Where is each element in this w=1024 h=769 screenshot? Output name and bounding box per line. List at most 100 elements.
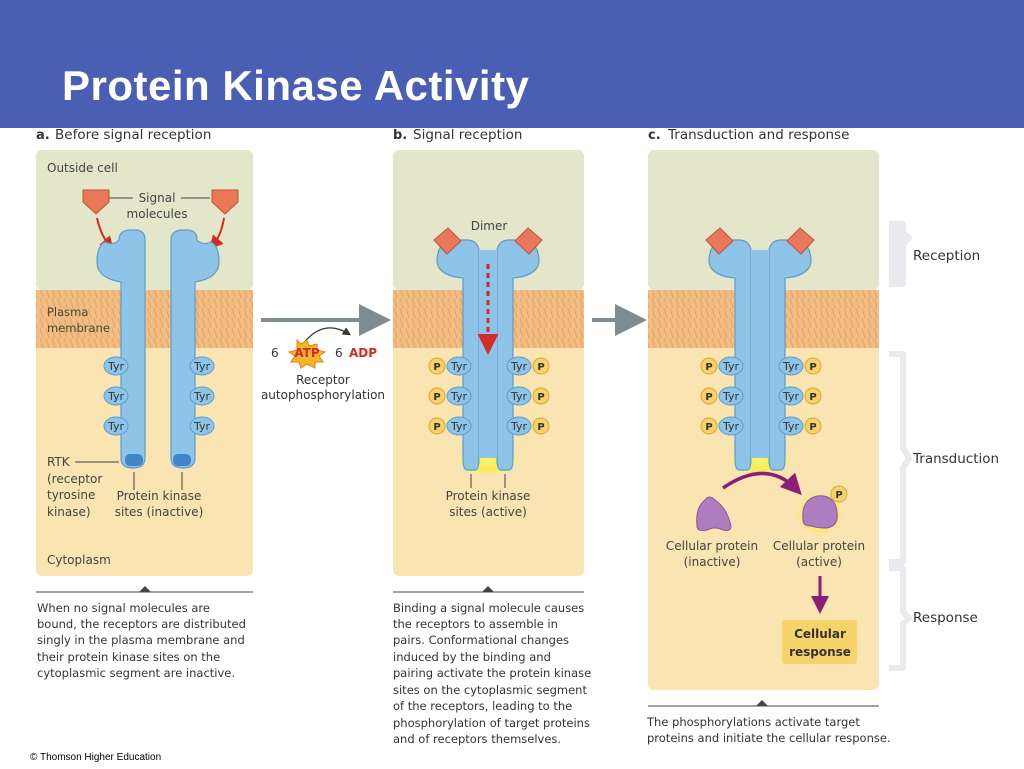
tyr-label: Tyr bbox=[107, 390, 125, 403]
kinase-active-label-2: sites (active) bbox=[449, 505, 527, 519]
phosphate-c-right: P P P bbox=[804, 357, 822, 435]
svg-text:Tyr: Tyr bbox=[722, 360, 740, 373]
svg-text:6: 6 bbox=[271, 346, 279, 360]
receptor-right bbox=[170, 229, 220, 469]
svg-text:Tyr: Tyr bbox=[782, 420, 800, 433]
tyr-sites-b-right: Tyr Tyr Tyr bbox=[506, 356, 532, 436]
svg-text:pairing activate the protein k: pairing activate the protein kinase bbox=[393, 666, 591, 680]
phosphate-b-left: P P P bbox=[428, 357, 446, 435]
dimer-label: Dimer bbox=[471, 219, 508, 233]
tyr-sites-c-right: Tyr Tyr Tyr bbox=[778, 356, 804, 436]
copyright-credit: © Thomson Higher Education bbox=[30, 752, 162, 763]
tyr-label: Tyr bbox=[107, 420, 125, 433]
svg-text:P: P bbox=[705, 422, 712, 433]
rtk-label-3: tyrosine bbox=[47, 488, 95, 502]
signal-label-1: Signal bbox=[139, 191, 176, 205]
svg-text:P: P bbox=[433, 422, 440, 433]
svg-text:P: P bbox=[835, 490, 842, 501]
receptor-left bbox=[96, 229, 146, 469]
tyr-sites-b-left: Tyr Tyr Tyr bbox=[446, 356, 472, 436]
panel-c: c. Transduction and response Tyr Tyr Tyr… bbox=[646, 127, 891, 745]
panel-c-caption: The phosphorylations activate target pro… bbox=[646, 715, 891, 745]
svg-text:P: P bbox=[433, 362, 440, 373]
svg-text:P: P bbox=[705, 362, 712, 373]
svg-text:Tyr: Tyr bbox=[722, 390, 740, 403]
svg-text:of the receptors, leading to t: of the receptors, leading to the bbox=[393, 699, 572, 713]
panel-b: b. Signal reception Dimer Tyr Tyr Tyr P … bbox=[393, 127, 591, 746]
kinase-inactive-label-2: sites (inactive) bbox=[115, 505, 204, 519]
svg-text:P: P bbox=[537, 362, 544, 373]
autophos-label-1: Receptor bbox=[296, 373, 350, 387]
autophos-label-2: autophosphorylation bbox=[261, 388, 385, 402]
svg-text:induced by the binding and: induced by the binding and bbox=[393, 650, 551, 664]
svg-text:Tyr: Tyr bbox=[510, 420, 528, 433]
panel-c-letter: c. bbox=[648, 128, 661, 143]
signal-molecule-left bbox=[82, 189, 110, 215]
tyr-label: Tyr bbox=[107, 360, 125, 373]
panel-b-caption: Binding a signal molecule causes the rec… bbox=[393, 601, 591, 746]
svg-text:Tyr: Tyr bbox=[510, 390, 528, 403]
svg-text:P: P bbox=[809, 362, 816, 373]
plasma-membrane-label-1: Plasma bbox=[47, 305, 88, 319]
panel-b-heading: Signal reception bbox=[413, 128, 522, 143]
panel-a-letter: a. bbox=[36, 128, 50, 143]
svg-text:proteins and initiate the cell: proteins and initiate the cellular respo… bbox=[647, 731, 891, 745]
svg-text:P: P bbox=[433, 392, 440, 403]
svg-text:the receptors to assemble in: the receptors to assemble in bbox=[393, 617, 558, 631]
svg-text:P: P bbox=[537, 392, 544, 403]
outside-cell-label: Outside cell bbox=[47, 161, 118, 175]
signal-molecule-right bbox=[211, 189, 239, 215]
diagram-canvas: a. Before signal reception Outside cell … bbox=[36, 127, 999, 746]
tyr-label: Tyr bbox=[193, 360, 211, 373]
svg-text:their protein kinase sites on: their protein kinase sites on the bbox=[37, 650, 220, 664]
svg-text:sites on the cytoplasmic segme: sites on the cytoplasmic segment bbox=[393, 683, 587, 697]
cellular-response-label-2: response bbox=[789, 645, 851, 659]
phosphate-c-left: P P P bbox=[700, 357, 718, 435]
svg-text:P: P bbox=[705, 392, 712, 403]
signal-label-2: molecules bbox=[127, 207, 188, 221]
signal-molecule-bound-right bbox=[514, 227, 543, 255]
rtk-label-2: (receptor bbox=[47, 472, 102, 486]
reception-label: Reception bbox=[913, 248, 980, 264]
cellular-protein-active bbox=[802, 495, 838, 529]
transduction-label: Transduction bbox=[912, 451, 999, 467]
svg-text:Tyr: Tyr bbox=[450, 420, 468, 433]
svg-text:P: P bbox=[809, 422, 816, 433]
tyr-label: Tyr bbox=[193, 390, 211, 403]
svg-text:Tyr: Tyr bbox=[510, 360, 528, 373]
autophosphorylation-step: 6 ATP 6 ADP Receptor autophosphorylation bbox=[261, 304, 391, 402]
protein-inactive-label-2: (inactive) bbox=[684, 555, 741, 569]
svg-text:Tyr: Tyr bbox=[722, 420, 740, 433]
svg-text:Binding a signal molecule caus: Binding a signal molecule causes bbox=[393, 601, 584, 615]
header-bar: Protein Kinase Activity bbox=[0, 0, 1024, 128]
atp-label: ATP bbox=[294, 346, 320, 360]
cellular-response-label-1: Cellular bbox=[794, 627, 846, 641]
tyr-label: Tyr bbox=[193, 420, 211, 433]
panel-b-letter: b. bbox=[393, 128, 407, 143]
svg-text:Tyr: Tyr bbox=[782, 360, 800, 373]
signal-molecule-bound-right bbox=[786, 227, 815, 255]
protein-kinase-figure: a. Before signal reception Outside cell … bbox=[27, 127, 1007, 764]
stage-brackets: Reception Transduction Response bbox=[889, 221, 999, 671]
protein-active-label-1: Cellular protein bbox=[773, 539, 865, 553]
atp-burst-icon bbox=[287, 338, 327, 369]
svg-text:phosphorylation of target prot: phosphorylation of target proteins bbox=[393, 716, 590, 730]
protein-inactive-label-1: Cellular protein bbox=[666, 539, 758, 553]
svg-text:singly in the plasma membrane: singly in the plasma membrane and bbox=[37, 633, 245, 647]
kinase-inactive-label-1: Protein kinase bbox=[117, 489, 202, 503]
phosphate-b-right: P P P bbox=[532, 357, 550, 435]
page-title: Protein Kinase Activity bbox=[62, 62, 530, 109]
svg-text:Tyr: Tyr bbox=[450, 360, 468, 373]
panel-a: a. Before signal reception Outside cell … bbox=[36, 127, 253, 680]
cytoplasm-label: Cytoplasm bbox=[47, 553, 111, 567]
protein-active-label-2: (active) bbox=[796, 555, 842, 569]
kinase-active-label-1: Protein kinase bbox=[446, 489, 531, 503]
svg-text:The phosphorylations activate: The phosphorylations activate target bbox=[646, 715, 860, 729]
svg-text:P: P bbox=[809, 392, 816, 403]
signal-molecule-bound-left bbox=[433, 227, 462, 255]
svg-text:cytoplasmic segment are inacti: cytoplasmic segment are inactive. bbox=[37, 666, 235, 680]
tyr-sites-a-left: Tyr Tyr Tyr bbox=[103, 356, 129, 436]
response-label: Response bbox=[913, 610, 978, 626]
rtk-label-1: RTK bbox=[47, 455, 71, 469]
svg-text:and of receptors themselves.: and of receptors themselves. bbox=[393, 732, 561, 746]
